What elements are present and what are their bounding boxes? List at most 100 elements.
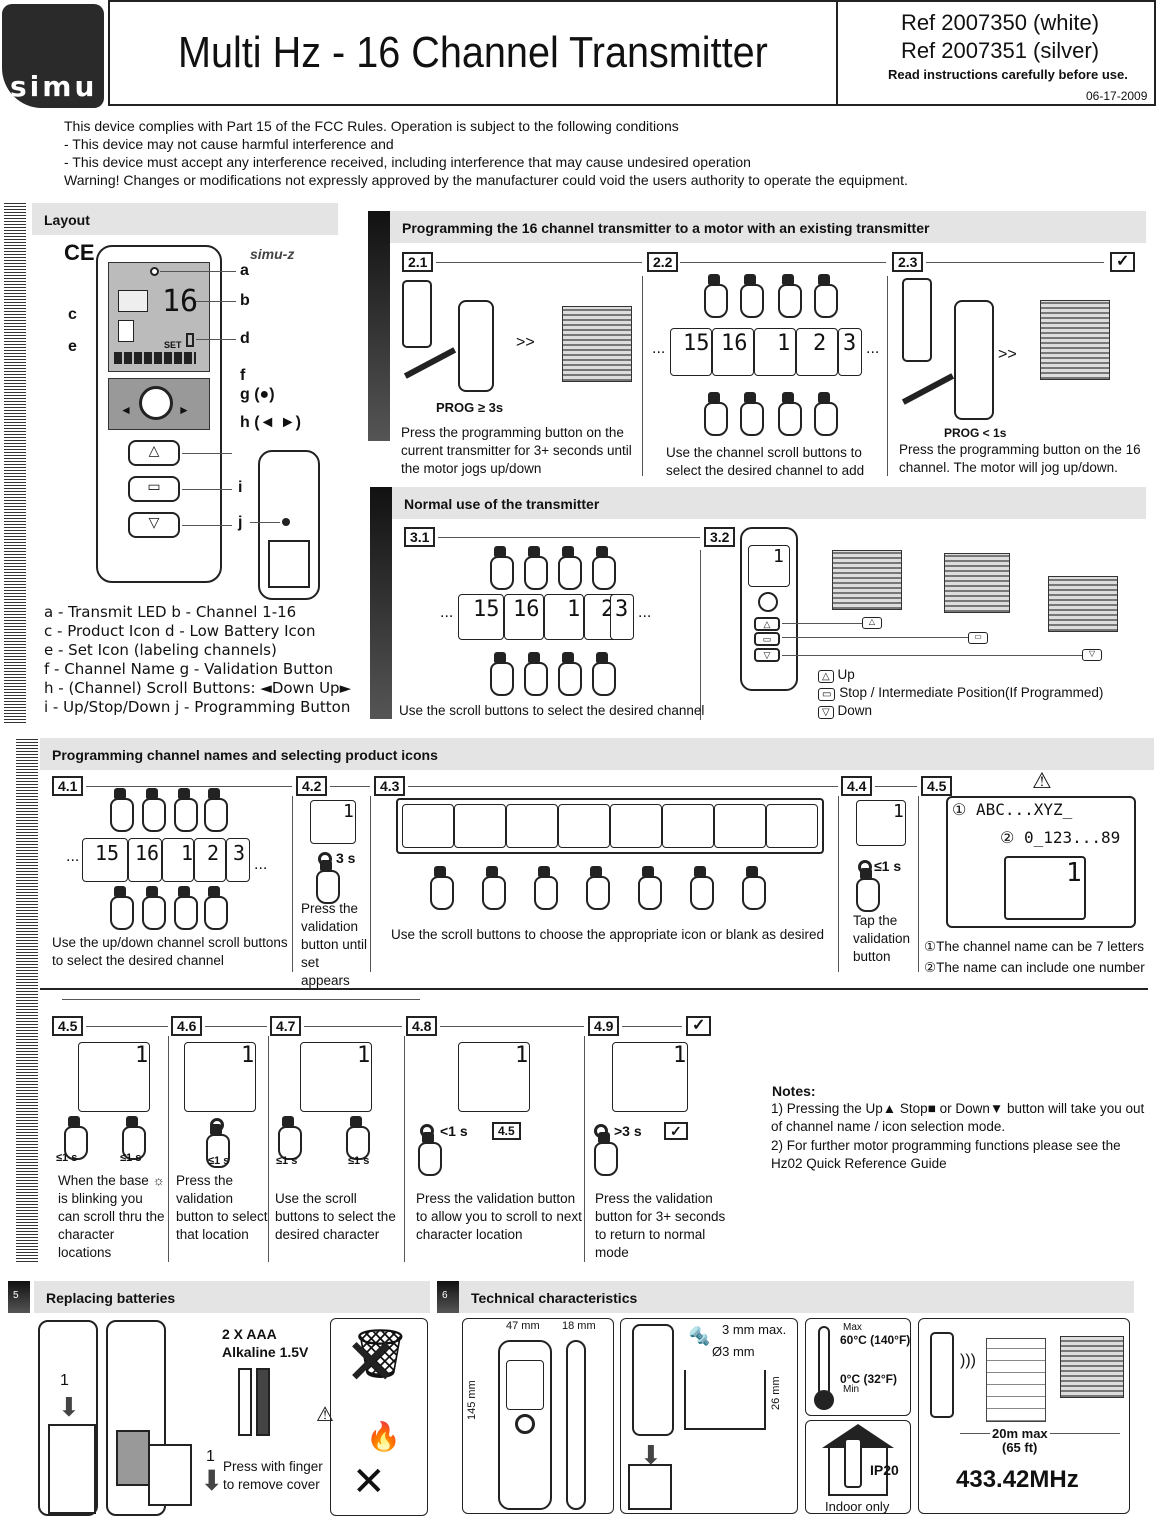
step-2-2: 2.2 — [647, 252, 679, 272]
legend-stop: ▭ Stop / Intermediate Position(If Progra… — [818, 684, 1103, 704]
section2-heading: Programming the 16 channel transmitter t… — [390, 211, 1146, 243]
label-g: g (●) — [240, 386, 275, 403]
depth-dim: 18 mm — [562, 1320, 596, 1332]
layout-heading: Layout — [32, 203, 338, 235]
caption-4-3: Use the scroll buttons to choose the app… — [391, 927, 825, 942]
screw-diameter: Ø3 mm — [712, 1344, 755, 1359]
legend-line-6: i - Up/Stop/Down j - Programming Button — [44, 698, 351, 716]
caption-4-7: Use the scroll buttons to select the des… — [275, 1191, 396, 1242]
thermometer-bulb-icon — [814, 1390, 834, 1410]
step-2-3: 2.3 — [892, 252, 924, 272]
divider-2a — [642, 276, 643, 476]
tap-1s: ≤1 s — [874, 858, 902, 874]
leader-d — [196, 339, 236, 340]
wall-icon — [986, 1338, 1046, 1422]
hand-icon — [204, 886, 228, 930]
page-title: Multi Hz - 16 Channel Transmitter — [178, 28, 768, 77]
scroll-right-icon[interactable]: ► — [178, 403, 190, 417]
up-button[interactable]: △ — [754, 617, 780, 631]
lcd-4-7: 1 — [300, 1042, 372, 1112]
existing-transmitter-back-icon — [458, 300, 494, 392]
wall-bracket-icon — [628, 1464, 672, 1510]
label-f: f — [240, 367, 246, 384]
lcd-set: SET — [164, 340, 182, 350]
caption-4-1: Use the up/down channel scroll buttons t… — [52, 935, 288, 968]
shutter-stop-icon — [944, 553, 1010, 613]
screwdriver-icon — [901, 373, 955, 405]
ref-white: Ref 2007350 (white) — [900, 10, 1100, 35]
name-lcd: 1 — [1004, 856, 1086, 920]
remove-cover-text: Press with finger to remove cover — [223, 1459, 323, 1492]
hand-icon — [814, 392, 838, 436]
range-panel — [918, 1318, 1130, 1514]
name-format-panel — [946, 796, 1136, 928]
hand-icon — [430, 866, 454, 910]
caption-4-5: When the base ☼ is blinking you can scro… — [58, 1173, 165, 1260]
channel-lcd-16: 16 — [128, 838, 162, 882]
hand-icon — [534, 866, 558, 910]
flow-line-2b — [680, 262, 886, 263]
thermometer-icon — [818, 1326, 830, 1396]
down-symbol-icon: ▽ — [1082, 649, 1102, 661]
layout-stripe — [4, 203, 26, 723]
down-arrow-icon: ⬇ — [58, 1392, 80, 1422]
up-symbol-icon: △ — [862, 617, 882, 629]
tap-1s-right: ≤1 s — [348, 1155, 370, 1167]
ip-rating: IP20 — [870, 1462, 899, 1478]
legend-stop-text: Stop / Intermediate Position(If Programm… — [839, 685, 1104, 700]
indoor-only: Indoor only — [825, 1499, 890, 1514]
channel-lcd-3: 3 — [226, 838, 250, 882]
validation-button[interactable] — [139, 386, 173, 420]
lcd-channel: 16 — [162, 284, 199, 319]
hand-icon — [122, 1116, 146, 1160]
flow-line-4g — [304, 1026, 402, 1027]
up-button[interactable]: △ — [128, 440, 180, 466]
down-button[interactable]: ▽ — [128, 512, 180, 538]
battery-icon — [238, 1368, 252, 1436]
transmitter-range-icon — [930, 1332, 954, 1418]
scroll-left-icon[interactable]: ◄ — [120, 403, 132, 417]
ellipsis-left: ... — [66, 848, 80, 865]
header-box — [108, 0, 1156, 106]
stop-button[interactable]: ▭ — [754, 632, 780, 646]
label-d: d — [240, 330, 250, 347]
caption-3-1: Use the scroll buttons to select the des… — [399, 703, 705, 718]
hand-icon — [558, 652, 582, 696]
hand-icon — [638, 866, 662, 910]
divider-4g — [404, 1036, 405, 1262]
step-3-1: 3.1 — [404, 527, 436, 547]
low-battery-icon — [186, 333, 194, 347]
step-4-7: 4.7 — [270, 1016, 302, 1036]
step-4-8: 4.8 — [406, 1016, 438, 1036]
hand-icon — [142, 886, 166, 930]
validation-button[interactable] — [758, 592, 778, 612]
flow-line-4e — [86, 1026, 168, 1027]
temp-min-label: Min — [843, 1384, 860, 1395]
stop-button[interactable]: ▭ — [128, 476, 180, 502]
battery-type: Alkaline 1.5V — [222, 1344, 309, 1360]
caption-4-6: Press the validation button to select th… — [176, 1173, 268, 1242]
hand-icon — [558, 546, 582, 590]
step-4-5: 4.5 — [52, 1016, 84, 1036]
no-fire-cross-icon: ✕ — [352, 1460, 386, 1504]
down-button[interactable]: ▽ — [754, 648, 780, 662]
lcd-4-5: 1 — [78, 1042, 150, 1112]
label-i: i — [238, 479, 243, 496]
bracket-diagram — [684, 1370, 766, 1430]
warning-icon: ⚠ — [316, 1404, 334, 1426]
flow-line-4a — [86, 786, 292, 787]
shutter-up-icon — [832, 550, 902, 610]
label-a: a — [240, 262, 249, 279]
battery-cover — [268, 540, 310, 588]
hand-icon — [524, 652, 548, 696]
ellipsis-left: ... — [652, 340, 666, 357]
channel-lcd-1: 1 — [162, 838, 194, 882]
channel-lcd-2: 2 — [194, 838, 226, 882]
tap-lt-1s: <1 s — [440, 1123, 468, 1139]
programming-button[interactable] — [282, 518, 290, 526]
channel-lcd-3: 3 — [610, 594, 634, 640]
screw-max: 3 mm max. — [722, 1322, 787, 1337]
channel-lcd-2: 2 — [796, 328, 838, 376]
hand-icon — [742, 866, 766, 910]
divider-4b — [370, 796, 371, 972]
